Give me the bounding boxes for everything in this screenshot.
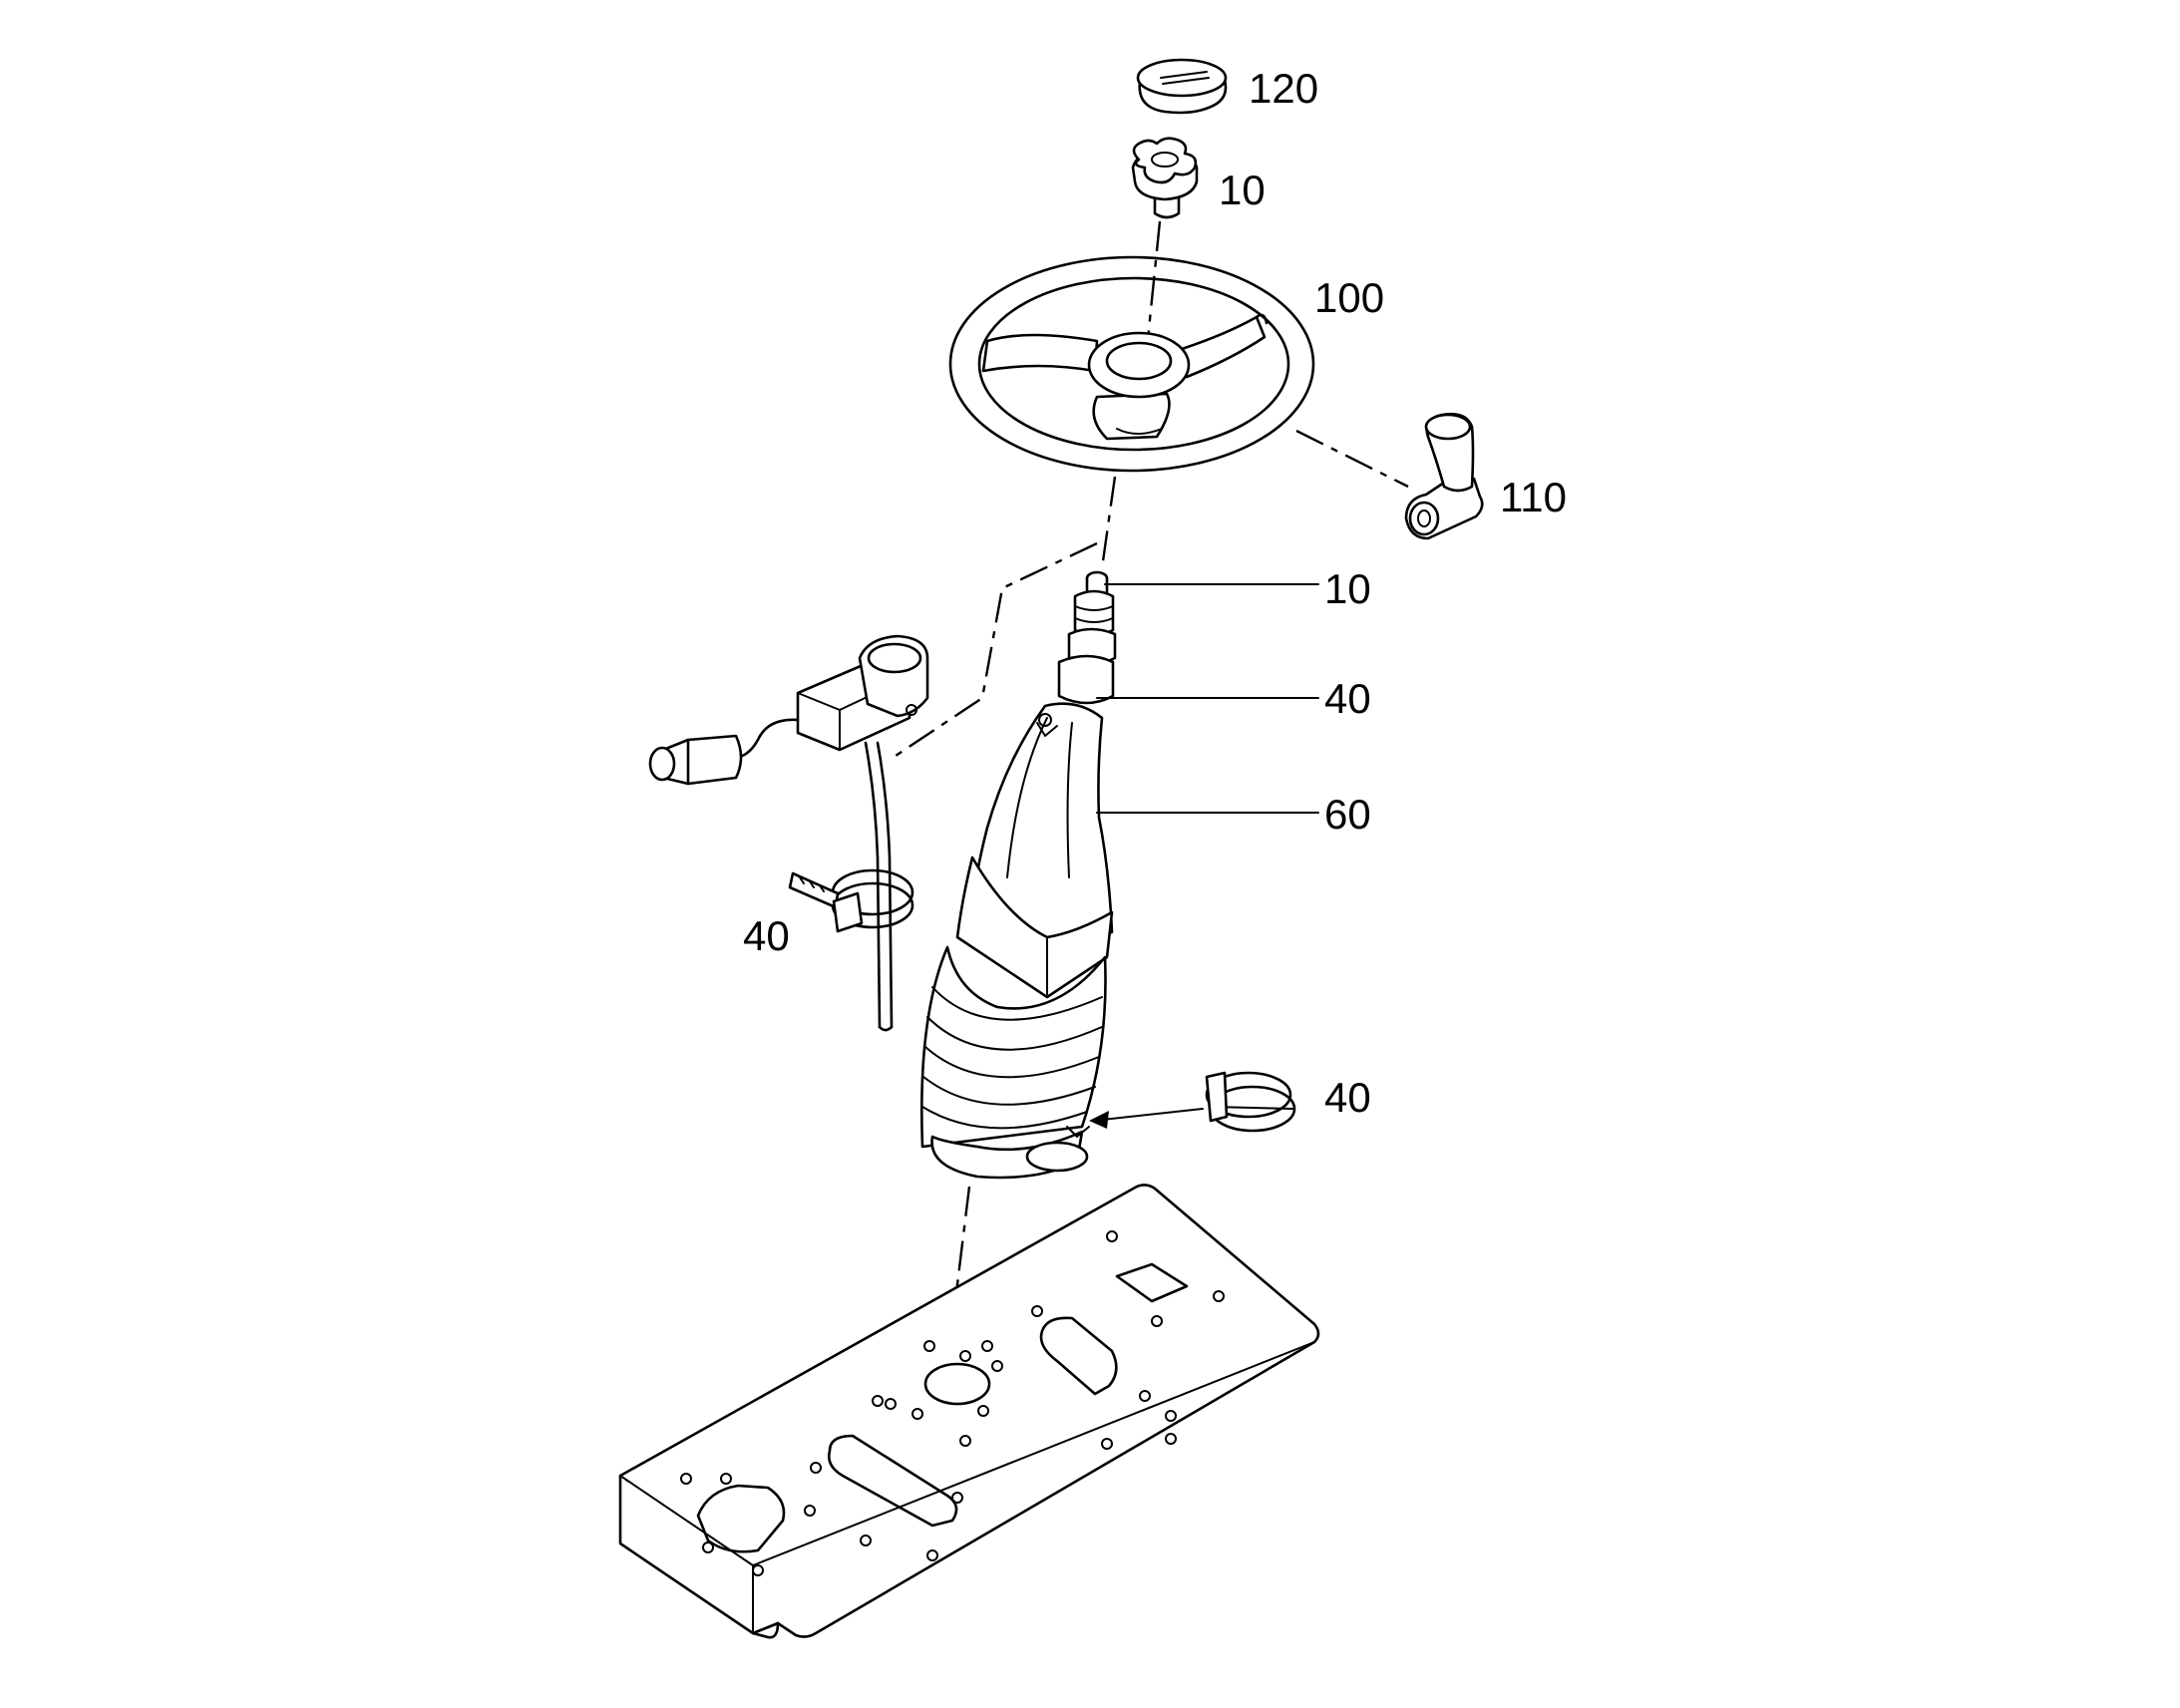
column-shaft-part	[1057, 570, 1117, 705]
star-knob-part	[1131, 137, 1199, 219]
callout-column: 60	[1324, 791, 1371, 838]
callout-wheel: 100	[1314, 274, 1385, 321]
bellows-part	[919, 945, 1107, 1180]
switch-part	[648, 634, 929, 1032]
arrow-hose-clamp	[1089, 1108, 1204, 1129]
callout-upper-clip: 40	[1324, 675, 1371, 722]
callout-spinner-knob: 110	[1500, 474, 1567, 520]
hose-clamp-part	[1205, 1071, 1296, 1133]
spinner-knob-part	[1404, 412, 1484, 540]
cap-part	[1136, 58, 1228, 115]
cable-tie-part	[788, 868, 914, 933]
axis-line-knob	[1295, 429, 1409, 489]
callout-shaft-part: 10	[1324, 565, 1371, 612]
leader-lines	[1096, 583, 1319, 814]
column-housing-part	[955, 702, 1114, 999]
callout-knob-top: 10	[1219, 167, 1266, 213]
base-plate-part	[618, 1184, 1320, 1639]
callout-cap: 120	[1249, 65, 1319, 112]
callout-cable-tie: 40	[743, 912, 790, 959]
axis-line-top	[1145, 220, 1162, 350]
axis-line-shaft	[1100, 476, 1117, 569]
steering-wheel-part	[948, 255, 1315, 473]
callout-hose-clamp: 40	[1324, 1074, 1371, 1121]
